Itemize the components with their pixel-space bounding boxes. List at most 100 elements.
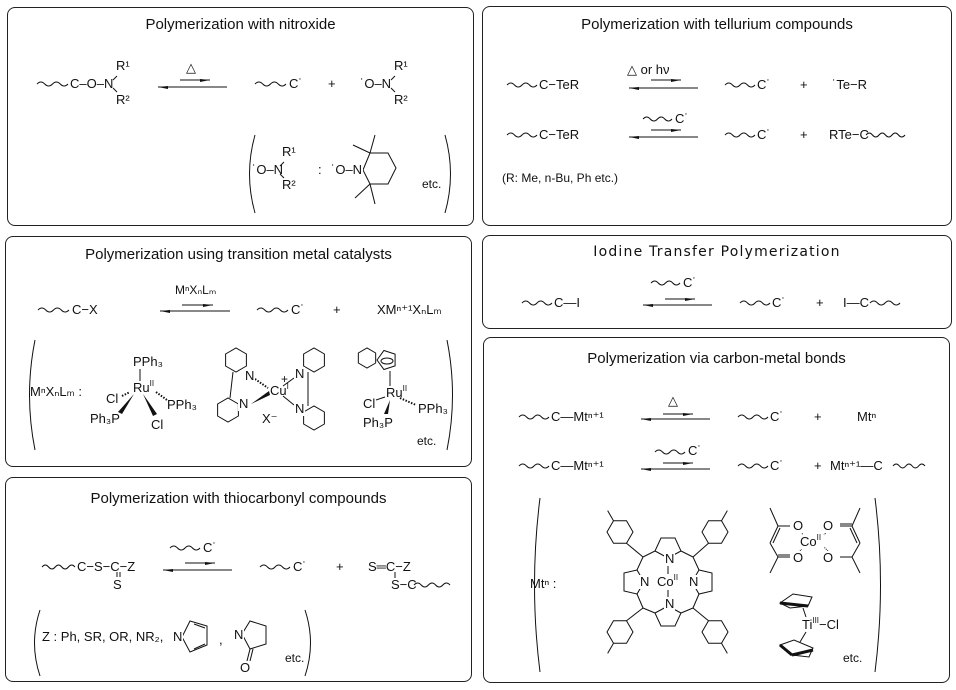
acac-o: O bbox=[792, 550, 805, 565]
ligand-ph3p: Ph₃P bbox=[363, 415, 393, 430]
bond-line bbox=[642, 550, 656, 558]
bond-line bbox=[642, 607, 656, 614]
copper-center: CuI bbox=[270, 382, 289, 398]
bond-line bbox=[799, 631, 807, 643]
panel-frame bbox=[482, 6, 952, 226]
condition-radical: C˙ bbox=[203, 540, 217, 555]
polymer-chain-wavy-icon bbox=[654, 449, 686, 455]
methyl-bond bbox=[607, 510, 614, 521]
bond-line bbox=[390, 75, 396, 81]
forward-arrowhead-icon bbox=[683, 413, 693, 416]
substituent-r1: R¹ bbox=[394, 58, 408, 73]
oxidized-catalyst: XMⁿ⁺¹XₙLₘ bbox=[377, 302, 442, 317]
panel-title: Iodine Transfer Polymerization bbox=[593, 244, 841, 260]
bond-line bbox=[279, 161, 285, 167]
reverse-arrowhead-icon bbox=[158, 86, 168, 89]
bond-line bbox=[772, 527, 781, 544]
right-parenthesis bbox=[444, 134, 451, 214]
bond-line bbox=[282, 395, 295, 406]
separator: : bbox=[318, 162, 322, 177]
pyrrolidinone-ring bbox=[241, 620, 267, 650]
reactant-formula: C−S−C−Z bbox=[77, 559, 136, 574]
ligand-cl: Cl bbox=[106, 391, 119, 406]
radical-formula: C˙ bbox=[291, 302, 305, 317]
reactant-formula: C–O–N bbox=[70, 76, 114, 91]
comma: , bbox=[219, 632, 223, 647]
product-formula-bottom: S−C bbox=[391, 577, 417, 592]
bond-line bbox=[112, 87, 118, 93]
bond-line bbox=[769, 525, 779, 544]
plus-sign: + bbox=[336, 559, 344, 574]
methyl-bond bbox=[721, 510, 728, 521]
bipyridine-n: N bbox=[294, 366, 306, 381]
pyridine-ring bbox=[303, 347, 325, 373]
pyrrole-ring bbox=[623, 569, 645, 595]
bond-line bbox=[680, 607, 694, 614]
bond-line bbox=[769, 507, 779, 527]
substituent-r2: R² bbox=[282, 177, 296, 192]
reverse-arrowhead-icon bbox=[629, 136, 639, 139]
bond-line bbox=[636, 556, 644, 571]
bond-line bbox=[193, 643, 206, 650]
product-formula-top: S═C−Z bbox=[368, 559, 411, 574]
catalyst-label: MⁿXₙLₘ : bbox=[30, 384, 82, 399]
bond-line bbox=[249, 648, 254, 662]
panel-title: Polymerization using transition metal ca… bbox=[85, 246, 392, 263]
methyl-bond bbox=[607, 643, 614, 654]
plus-sign: + bbox=[328, 76, 336, 91]
ligand-pph3: PPh₃ bbox=[133, 354, 163, 369]
radical-formula: C˙ bbox=[772, 295, 786, 310]
polymer-chain-wavy-icon bbox=[521, 300, 553, 306]
substituent-r1: R¹ bbox=[116, 58, 130, 73]
polymer-chain-wavy-icon bbox=[256, 307, 289, 313]
wedge-bond bbox=[143, 394, 157, 416]
polymer-chain-wavy-icon bbox=[36, 81, 69, 87]
panel-title: Polymerization via carbon-metal bonds bbox=[587, 350, 846, 367]
bond-line bbox=[769, 556, 779, 574]
forward-arrowhead-icon bbox=[685, 298, 695, 301]
condition-radical: C˙ bbox=[683, 275, 697, 290]
right-parenthesis bbox=[446, 339, 453, 451]
bond-line bbox=[390, 87, 396, 93]
bond-line bbox=[851, 556, 861, 574]
forward-arrowhead-icon bbox=[671, 79, 681, 82]
pyrrole-n: N bbox=[172, 629, 184, 644]
polymer-chain-wavy-icon bbox=[724, 132, 756, 138]
radical-formula: C˙ bbox=[293, 559, 307, 574]
bond-line bbox=[626, 542, 644, 558]
panel-title: Polymerization with nitroxide bbox=[145, 16, 336, 33]
product-formula: Mtⁿ⁺¹—C bbox=[830, 458, 883, 473]
metal-product: Mtⁿ bbox=[857, 409, 877, 424]
polymer-chain-wavy-icon bbox=[865, 132, 906, 138]
panel-title: Polymerization with tellurium compounds bbox=[581, 16, 853, 33]
polymer-chain-wavy-icon bbox=[518, 414, 550, 420]
bond-line bbox=[636, 593, 644, 609]
reactant-formula: C—Mtⁿ⁺¹ bbox=[551, 458, 604, 473]
right-parenthesis bbox=[304, 609, 311, 677]
reactant-formula: C−TeR bbox=[539, 77, 580, 92]
product-formula: I—C bbox=[843, 295, 869, 310]
hashed-bond bbox=[121, 391, 131, 397]
polymer-chain-wavy-icon bbox=[892, 463, 926, 469]
titanium-center: TiIII−Cl bbox=[802, 616, 839, 632]
radical-formula: C˙ bbox=[757, 77, 771, 92]
acac-o: O bbox=[822, 518, 835, 533]
polymer-chain-wavy-icon bbox=[506, 82, 538, 88]
ligand-cl: Cl bbox=[151, 417, 164, 432]
condition-heat-or-light: △ or hν bbox=[627, 62, 670, 77]
polymer-chain-wavy-icon bbox=[650, 280, 681, 286]
substituent-r2: R² bbox=[116, 92, 130, 107]
bipyridine-n: N bbox=[244, 368, 256, 383]
reactant-formula: C−TeR bbox=[539, 127, 580, 142]
reverse-arrowhead-icon bbox=[163, 569, 173, 572]
polymer-chain-wavy-icon bbox=[642, 116, 673, 122]
ligand-cl: Cl bbox=[363, 396, 376, 411]
bond-line bbox=[851, 507, 861, 527]
pyridine-ring bbox=[225, 347, 247, 373]
porphyrin-n: N bbox=[664, 596, 676, 611]
reactant-formula: C—Mtⁿ⁺¹ bbox=[551, 409, 604, 424]
bond-line bbox=[369, 183, 376, 205]
panel-title: Polymerization with thiocarbonyl compoun… bbox=[90, 490, 387, 507]
bond-line bbox=[279, 173, 285, 179]
